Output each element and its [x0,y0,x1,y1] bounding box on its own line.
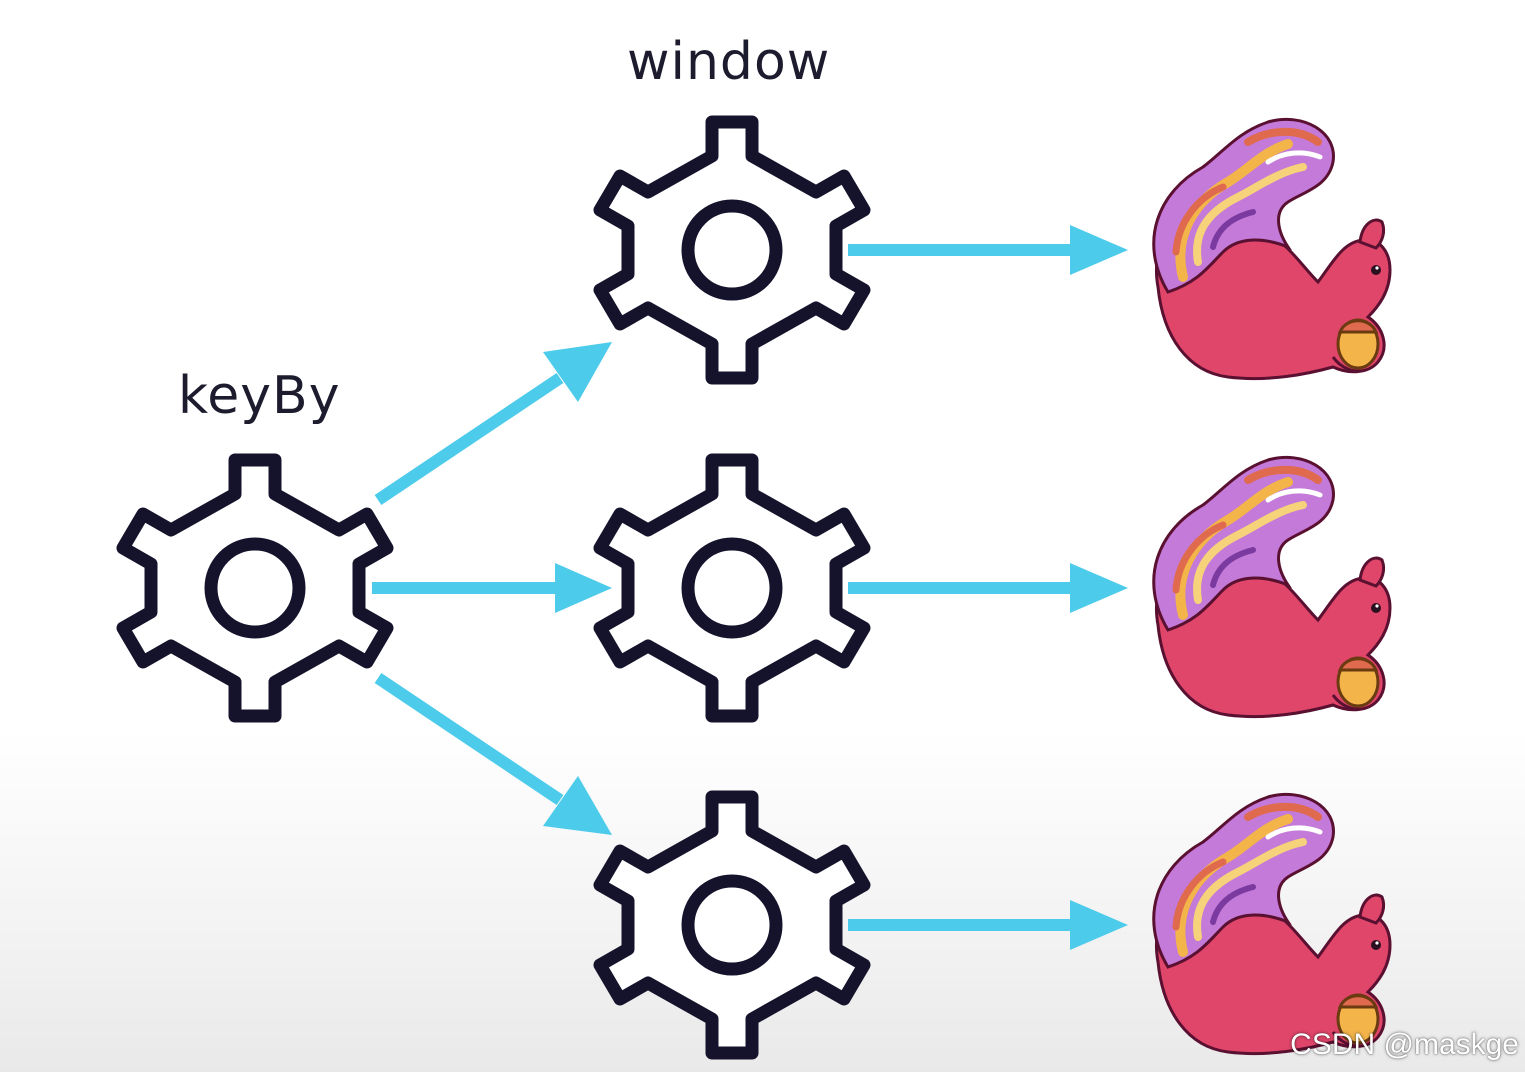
arrow-window-2-to-sink-2 [848,563,1128,613]
flink-squirrel-logo-1 [1154,119,1390,378]
arrow-window-3-to-sink-3 [848,900,1128,950]
sinks [1154,119,1390,1053]
flink-squirrel-logo-3 [1154,794,1390,1053]
window-gear-icon-3 [600,797,864,1053]
keyby-gear-icon [123,460,387,716]
arrow-keyby-to-window-2 [372,563,612,613]
watermark: CSDN @maskge [1290,1028,1519,1061]
arrow-keyby-to-window-3 [374,673,612,835]
edges [372,225,1128,950]
arrow-window-1-to-sink-1 [848,225,1128,275]
flink-squirrel-logo-2 [1154,457,1390,716]
window-label: window [627,32,831,92]
keyby-label: keyBy [178,366,341,426]
window-gear-icon-2 [600,460,864,716]
window-gear-icon-1 [600,122,864,378]
arrow-keyby-to-window-1 [374,342,612,505]
